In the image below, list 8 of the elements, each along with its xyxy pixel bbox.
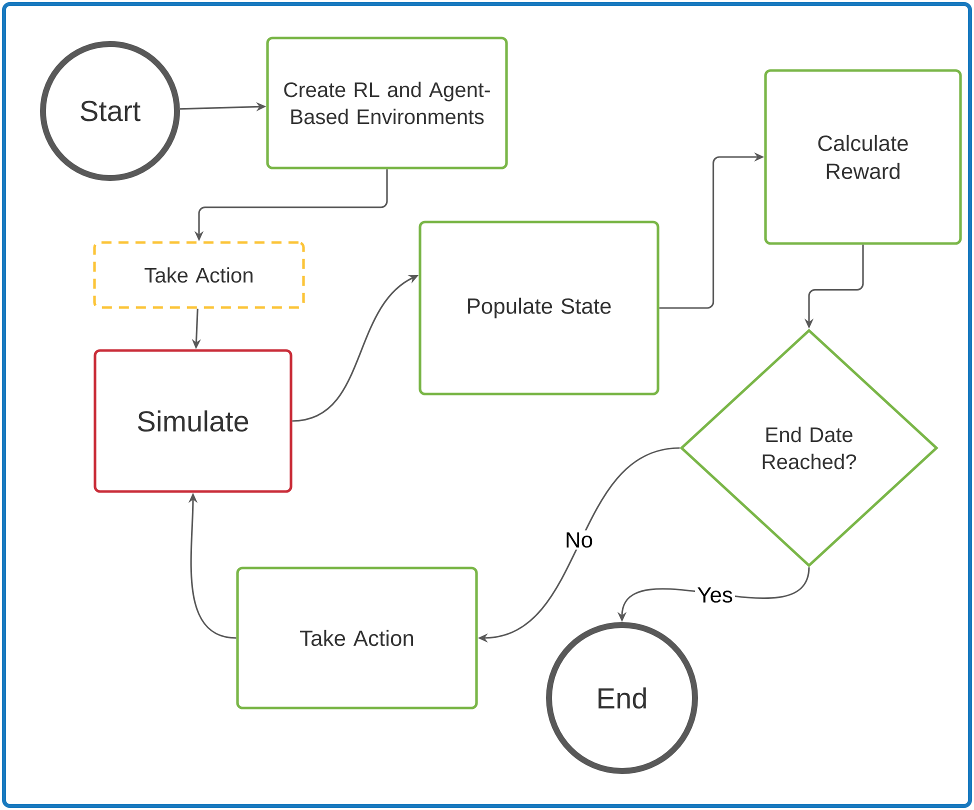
process-box: Create RL and Agent-Based Environments (266, 36, 508, 170)
edge-label: No (562, 530, 596, 550)
process-box: Take Action (236, 566, 478, 710)
process-box: Take Action (93, 241, 305, 309)
process-box: Calculate Reward (764, 69, 962, 245)
process-box: Populate State (418, 220, 660, 396)
process-box: Simulate (94, 349, 292, 493)
edge-label: Yes (695, 585, 735, 605)
